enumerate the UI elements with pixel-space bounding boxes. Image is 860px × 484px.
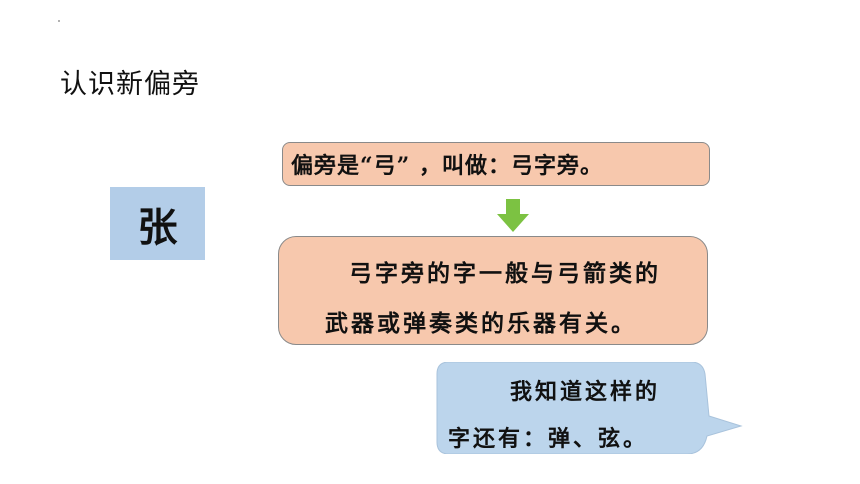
decorative-dot xyxy=(58,20,60,22)
speech-bubble xyxy=(436,362,743,454)
character-label: 张 xyxy=(137,204,178,251)
radical-meaning-line-2: 武器或弹奏类的乐器有关。 xyxy=(325,310,637,337)
arrow-down-icon xyxy=(497,199,529,232)
radical-intro-text: 偏旁是“弓” ，叫做：弓字旁。 xyxy=(291,153,603,179)
radical-intro-box: 偏旁是“弓” ，叫做：弓字旁。 xyxy=(282,142,710,186)
bubble-line-2: 字还有：弹、弦。 xyxy=(448,426,649,452)
radical-meaning-line-1: 弓字旁的字一般与弓箭类的 xyxy=(349,260,661,287)
radical-meaning-box: 弓字旁的字一般与弓箭类的 武器或弹奏类的乐器有关。 xyxy=(278,236,708,345)
bubble-line-1: 我知道这样的 xyxy=(510,379,661,405)
character-card: 张 xyxy=(110,187,205,260)
page-title: 认识新偏旁 xyxy=(60,69,200,100)
